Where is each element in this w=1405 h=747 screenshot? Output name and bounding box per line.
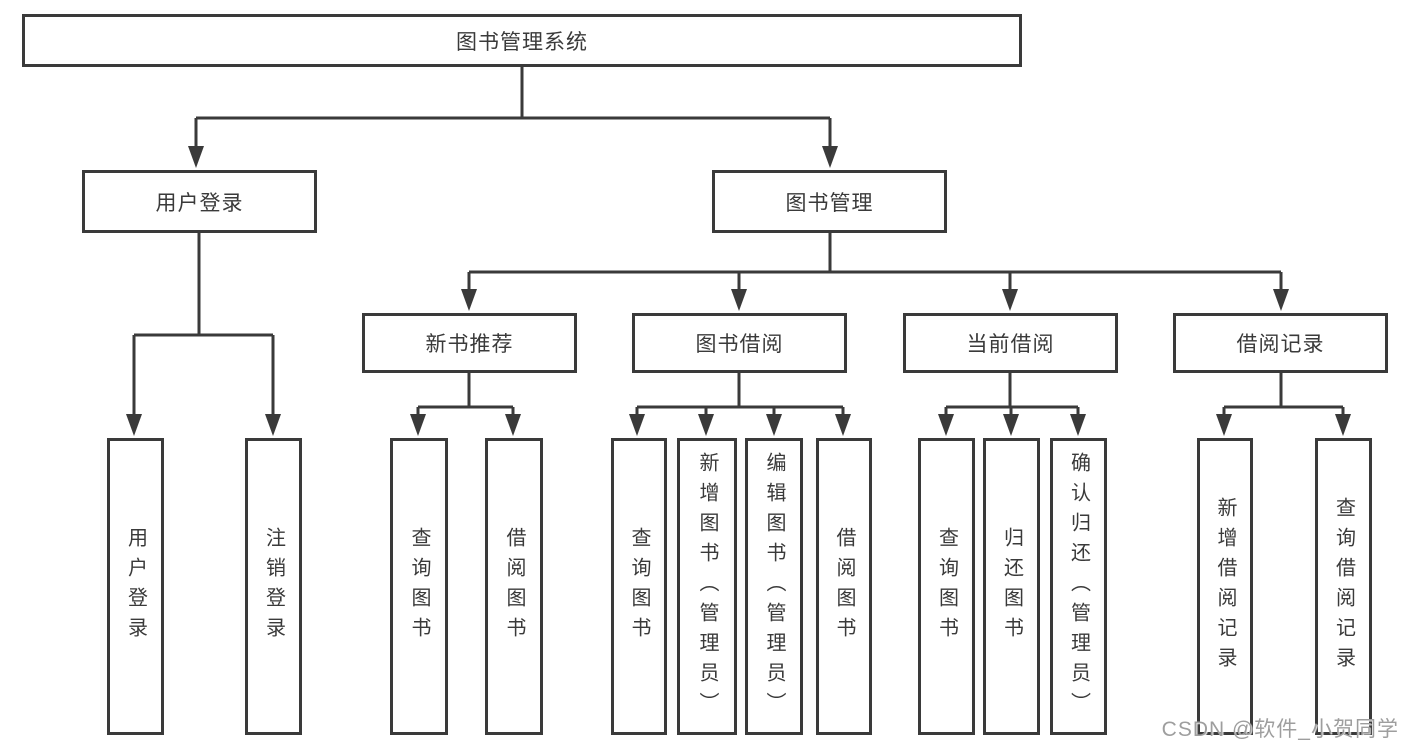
node-book-borrow: 图书借阅 [632,313,847,373]
leaf-query-book-1-label: 查询图书 [408,526,430,647]
edge-current-borrow-children [938,373,1086,436]
leaf-return-book-label: 归还图书 [1000,526,1023,647]
csdn-watermark: CSDN @软件_小贺同学 [1161,718,1399,741]
leaf-query-book-2: 查询图书 [611,438,667,735]
root-node-system-title: 图书管理系统 [22,14,1022,67]
node-borrow-record: 借阅记录 [1173,313,1388,373]
node-user-login: 用户登录 [82,170,317,233]
leaf-user-login-label: 用户登录 [124,526,147,647]
node-book-management: 图书管理 [712,170,947,233]
leaf-confirm-return-admin: 确认归还（管理员） [1050,438,1107,735]
leaf-add-borrow-record: 新增借阅记录 [1197,438,1253,735]
leaf-logout: 注销登录 [245,438,302,735]
leaf-confirm-return-admin-label: 确认归还（管理员） [1067,451,1090,722]
leaf-query-book-1: 查询图书 [390,438,448,735]
leaf-borrow-book-2-label: 借阅图书 [833,526,855,647]
leaf-query-borrow-record-label: 查询借阅记录 [1332,496,1355,677]
leaf-add-borrow-record-label: 新增借阅记录 [1214,496,1236,677]
leaf-query-book-3-label: 查询图书 [935,526,958,647]
leaf-edit-book-admin-label: 编辑图书（管理员） [763,451,785,722]
leaf-edit-book-admin: 编辑图书（管理员） [745,438,803,735]
edge-user-login-children [126,233,281,436]
leaf-query-borrow-record: 查询借阅记录 [1315,438,1372,735]
leaf-add-book-admin: 新增图书（管理员） [677,438,737,735]
edge-borrow-record-children [1216,373,1351,436]
edge-root-to-level2 [188,67,838,168]
leaf-add-book-admin-label: 新增图书（管理员） [696,451,718,722]
leaf-query-book-3: 查询图书 [918,438,975,735]
edge-book-borrow-children [629,373,851,436]
edge-new-book-children [410,373,521,436]
node-new-book-recommend: 新书推荐 [362,313,577,373]
leaf-borrow-book-1: 借阅图书 [485,438,543,735]
leaf-return-book: 归还图书 [983,438,1040,735]
leaf-user-login: 用户登录 [107,438,164,735]
leaf-logout-label: 注销登录 [262,526,285,647]
node-current-borrow: 当前借阅 [903,313,1118,373]
leaf-borrow-book-1-label: 借阅图书 [503,526,525,647]
leaf-borrow-book-2: 借阅图书 [816,438,872,735]
leaf-query-book-2-label: 查询图书 [628,526,650,647]
edge-book-management-children [461,233,1289,311]
